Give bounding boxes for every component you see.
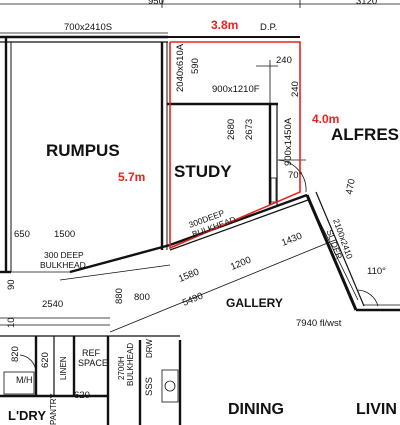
room-label-drw: DRW [145,339,154,358]
dim-240-a: 240 [276,55,292,66]
room-label-pantry: PANTRY [49,393,58,425]
room-label-laundry: L'DRY [8,408,46,423]
bulkhead-rumpus-line1: 300 DEEP [44,250,84,260]
dim-1500: 1500 [54,229,75,240]
dim-sss: SSS [144,377,155,396]
dim-top-950: 950 [148,0,164,7]
ref-label: REF [82,348,101,358]
dim-240-b: 240 [290,81,301,97]
dim-2680: 2680 [226,119,237,140]
dim-1200: 1200 [229,255,253,273]
dim-620-a: 620 [40,352,51,368]
dim-5490: 5490 [181,291,205,309]
dim-window-900x1210: 900x1210F [212,84,260,95]
room-label-mh: M/H [16,375,33,385]
room-label-linen: LINEN [59,356,68,380]
dim-bulkhead-rumpus: 300 DEEP BULKHEAD [40,250,86,270]
dim-angle-110: 110° [367,266,386,277]
dim-top-3120: 3120 [356,0,377,7]
bulkhead-ref-line2: BULKHEAD [126,343,135,386]
study-red-outline [169,41,301,250]
dim-floor-level: 7940 fl/wst [296,318,342,329]
dim-590: 590 [190,58,201,74]
room-label-study: STUDY [174,162,232,181]
dim-dp: D.P. [260,22,277,33]
red-annotation-right-depth: 4.0m [312,112,339,126]
room-label-rumpus: RUMPUS [46,141,120,160]
dim-2673: 2673 [244,119,255,140]
dim-2540: 2540 [42,299,63,310]
room-label-living: LIVIN [356,401,397,418]
dim-90: 90 [6,279,17,290]
bulkhead-rumpus-line2: BULKHEAD [40,260,86,270]
dim-window-900x1450: 900x1450A [283,117,294,166]
dim-820: 820 [10,346,21,362]
dim-1430: 1430 [280,231,304,249]
dim-470: 470 [344,178,358,196]
dim-window-2040: 2040x610A [175,43,186,92]
dim-620-b: 620 [74,390,90,401]
bulkhead-ref-line1: 2700H [117,356,126,380]
dimension-labels: 950 3120 700x2410S D.P. 2040x610A 590 24… [6,0,386,401]
room-label-gallery: GALLERY [226,296,283,310]
room-label-dining: DINING [228,401,284,418]
dim-angle-70: 70° [288,170,303,181]
room-label-ref-space: REF SPACE [78,348,108,368]
dim-1580: 1580 [177,267,201,285]
dim-800: 800 [134,292,150,303]
dim-10: 10 [6,317,17,328]
dim-bulkhead-ref: 2700H BULKHEAD [117,343,135,386]
red-annotation-top-width: 3.8m [211,18,238,32]
dim-top-window: 700x2410S [64,22,112,33]
space-label: SPACE [78,358,108,368]
dim-880: 880 [114,288,125,304]
dim-650: 650 [14,229,30,240]
room-label-alfresco: ALFRES [331,125,399,144]
red-annotation-left-depth: 5.7m [118,170,145,184]
